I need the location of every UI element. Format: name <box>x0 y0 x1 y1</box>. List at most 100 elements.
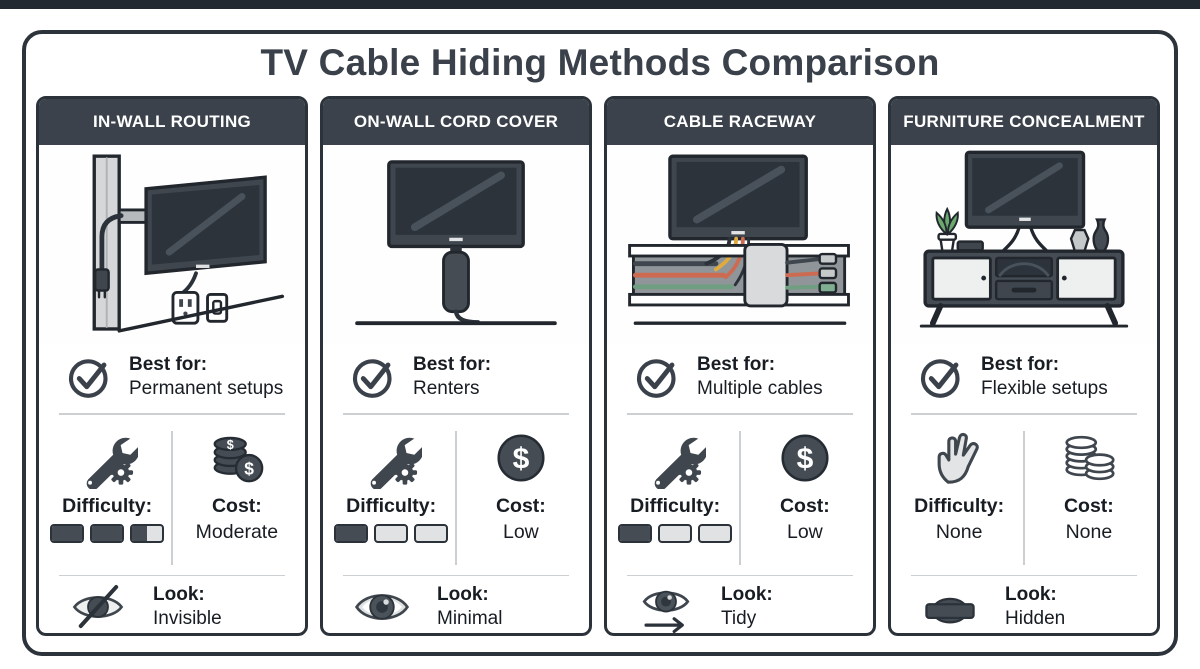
divider <box>627 574 853 576</box>
divider <box>59 574 285 576</box>
dollar-coin-icon <box>490 427 552 489</box>
difficulty-cell: Difficulty: <box>43 425 171 571</box>
cost-label: Cost: <box>211 494 262 517</box>
difficulty-meter <box>334 523 449 543</box>
best-for-row: Best for: Flexible setups <box>891 343 1157 411</box>
best-for-row: Best for: Permanent setups <box>39 343 305 411</box>
difficulty-cost-row: Difficulty: Cost: Moderate <box>39 417 305 573</box>
best-for-value: Multiple cables <box>697 378 823 399</box>
method-title: IN-WALL ROUTING <box>92 112 252 131</box>
look-value: Minimal <box>437 608 503 629</box>
media-console-drawing <box>919 150 1129 328</box>
illustration-in-wall-routing <box>39 145 305 343</box>
look-row: Look: Minimal <box>323 578 589 636</box>
best-for-label: Best for: <box>697 354 776 376</box>
cost-value: None <box>1065 520 1113 543</box>
method-card-in-wall-routing: IN-WALL ROUTING <box>36 96 308 636</box>
cost-cell: Cost: Low <box>457 425 585 571</box>
look-label: Look: <box>721 584 773 606</box>
method-header: IN-WALL ROUTING <box>39 99 305 145</box>
eye-arrow-icon <box>635 578 697 636</box>
best-for-value: Flexible setups <box>981 378 1108 399</box>
difficulty-meter <box>50 523 165 543</box>
divider <box>171 430 173 565</box>
method-header: CABLE RACEWAY <box>607 99 873 145</box>
look-row: Look: Invisible <box>39 578 305 636</box>
difficulty-label: Difficulty: <box>346 494 437 517</box>
difficulty-meter <box>618 523 733 543</box>
divider <box>739 430 741 565</box>
best-for-value: Renters <box>413 378 480 399</box>
method-title: ON-WALL CORD COVER <box>353 112 559 131</box>
difficulty-label: Difficulty: <box>62 494 153 517</box>
illustration-cable-raceway <box>607 145 873 343</box>
difficulty-cell: Difficulty: None <box>895 425 1023 571</box>
divider <box>59 413 285 415</box>
divider <box>627 413 853 415</box>
cost-label: Cost: <box>1063 494 1114 517</box>
raceway-drawing <box>628 154 850 325</box>
method-cards-row: IN-WALL ROUTING <box>26 96 1174 636</box>
cost-value: Low <box>786 520 823 543</box>
dollar-coin-icon <box>774 427 836 489</box>
illustration-on-wall-cord-cover <box>323 145 589 343</box>
method-title: CABLE RACEWAY <box>663 112 817 131</box>
difficulty-cost-row: Difficulty: None Cost: None <box>891 417 1157 573</box>
look-label: Look: <box>437 584 489 606</box>
difficulty-cell: Difficulty: <box>611 425 739 571</box>
difficulty-cost-row: Difficulty: Cost: Low <box>607 417 873 573</box>
illustration-furniture-concealment <box>891 145 1157 343</box>
method-card-on-wall-cord-cover: ON-WALL CORD COVER <box>320 96 592 636</box>
divider <box>1023 430 1025 565</box>
cost-cell: Cost: Low <box>741 425 869 571</box>
look-label: Look: <box>153 584 205 606</box>
best-for-label: Best for: <box>129 354 208 376</box>
best-for-row: Best for: Renters <box>323 343 589 411</box>
divider <box>343 413 569 415</box>
look-row: Look: Hidden <box>891 578 1157 636</box>
cost-label: Cost: <box>495 494 546 517</box>
look-row: Look: Tidy <box>607 578 873 636</box>
page-title: TV Cable Hiding Methods Comparison <box>260 42 940 83</box>
difficulty-value: None <box>935 520 983 543</box>
eye-covered-icon <box>919 578 981 636</box>
check-circle-icon <box>917 353 965 401</box>
look-value: Tidy <box>721 608 757 629</box>
cost-value: Low <box>502 520 539 543</box>
in-wall-routing-drawing <box>92 154 285 333</box>
top-border-strip <box>0 0 1200 9</box>
cord-cover-drawing <box>355 160 557 326</box>
method-header: FURNITURE CONCEALMENT <box>891 99 1157 145</box>
infographic-frame: TV Cable Hiding Methods Comparison IN-WA… <box>22 30 1178 656</box>
divider <box>455 430 457 565</box>
coin-stack-icon <box>206 427 268 489</box>
coins-outline-icon <box>1058 427 1120 489</box>
hand-icon <box>928 427 990 489</box>
difficulty-cell: Difficulty: <box>327 425 455 571</box>
look-label: Look: <box>1005 584 1057 606</box>
divider <box>343 574 569 576</box>
eye-icon <box>351 578 413 636</box>
method-card-furniture-concealment: FURNITURE CONCEALMENT <box>888 96 1160 636</box>
check-circle-icon <box>633 353 681 401</box>
difficulty-cost-row: Difficulty: Cost: Low <box>323 417 589 573</box>
method-title: FURNITURE CONCEALMENT <box>903 112 1145 131</box>
look-value: Invisible <box>153 608 222 629</box>
divider <box>911 413 1137 415</box>
difficulty-label: Difficulty: <box>630 494 721 517</box>
best-for-label: Best for: <box>981 354 1060 376</box>
method-card-cable-raceway: CABLE RACEWAY <box>604 96 876 636</box>
method-header: ON-WALL CORD COVER <box>323 99 589 145</box>
wrench-gear-icon <box>360 427 422 489</box>
best-for-value: Permanent setups <box>129 378 284 399</box>
wrench-gear-icon <box>644 427 706 489</box>
check-circle-icon <box>349 353 397 401</box>
divider <box>911 574 1137 576</box>
cost-cell: Cost: None <box>1025 425 1153 571</box>
eye-slash-icon <box>67 578 129 636</box>
wrench-gear-icon <box>76 427 138 489</box>
cost-label: Cost: <box>779 494 830 517</box>
cost-cell: Cost: Moderate <box>173 425 301 571</box>
best-for-row: Best for: Multiple cables <box>607 343 873 411</box>
best-for-label: Best for: <box>413 354 492 376</box>
